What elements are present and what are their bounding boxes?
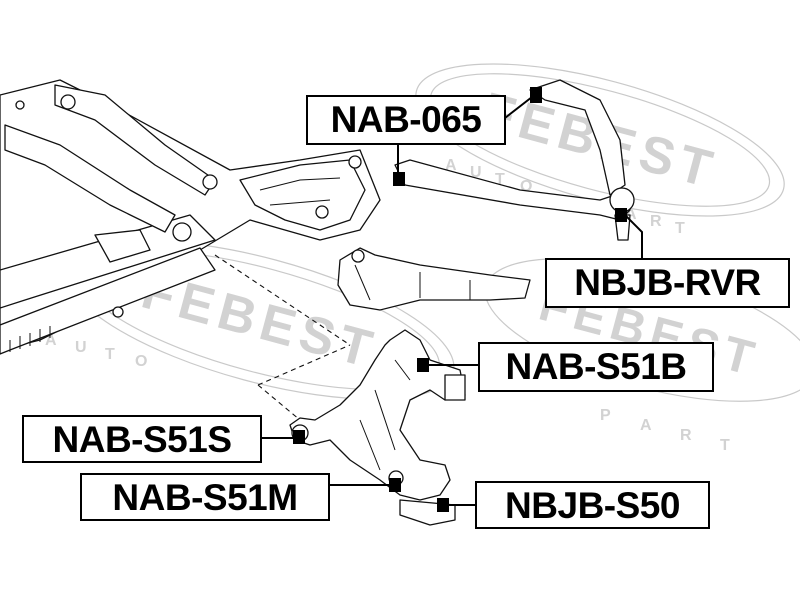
part-label-nbjb-s50: NBJB-S50 — [475, 481, 710, 529]
watermark-letter: U — [75, 339, 93, 356]
part-label-nab-s51m: NAB-S51M — [80, 473, 330, 521]
leader-lines — [262, 96, 643, 506]
watermark-letter: A — [640, 417, 658, 434]
watermark-tagline-bottom: A U T O P A R T — [45, 332, 736, 454]
watermark-letter: R — [650, 213, 668, 230]
marker-nab-065-rear — [393, 172, 405, 186]
part-label-nab-s51s: NAB-S51S — [22, 415, 262, 463]
watermark-letter: U — [470, 164, 488, 181]
marker-nab-s51m — [389, 478, 401, 492]
watermark-letter: T — [720, 437, 736, 454]
watermark-letter: P — [600, 407, 617, 424]
part-label-nab-065: NAB-065 — [306, 95, 506, 145]
watermark-letter: A — [445, 157, 463, 174]
watermark-letter: A — [45, 332, 63, 349]
front-subframe — [0, 79, 381, 355]
reference-lines — [214, 254, 351, 421]
watermark-letter: T — [495, 171, 511, 188]
marker-nab-s51s — [293, 430, 305, 444]
part-label-nbjb-rvr: NBJB-RVR — [545, 258, 790, 308]
tension-rod-bracket — [337, 247, 531, 311]
watermark-letter: T — [675, 220, 691, 237]
watermark-letter: O — [135, 353, 153, 370]
part-markers — [293, 87, 627, 512]
watermark-letter: T — [105, 346, 121, 363]
marker-nab-s51b — [417, 358, 429, 372]
marker-nbjb-rvr — [615, 208, 627, 222]
marker-nab-065-front — [530, 87, 542, 103]
watermark-letter: R — [680, 427, 698, 444]
part-label-nab-s51b: NAB-S51B — [478, 342, 714, 392]
marker-nbjb-s50 — [437, 498, 449, 512]
watermark-letter: A — [625, 206, 643, 223]
